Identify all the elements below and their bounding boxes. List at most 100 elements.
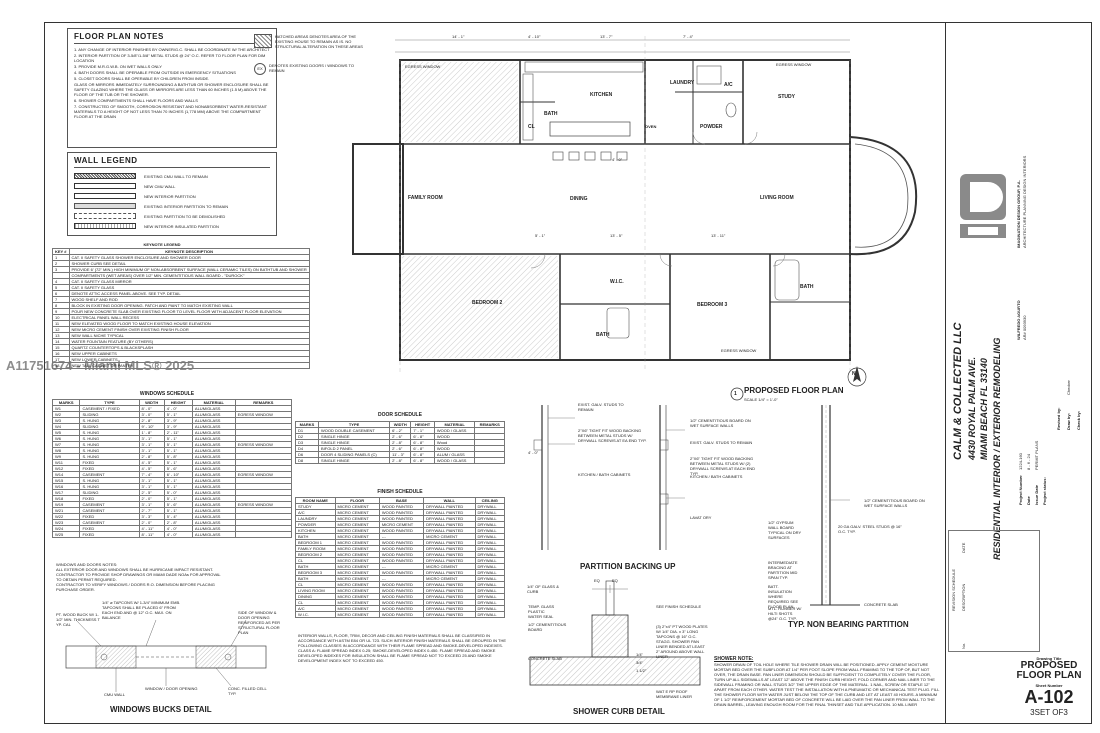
plan-number: 1 <box>734 391 737 397</box>
finish-schedule-title: FINISH SCHEDULE <box>377 489 423 495</box>
cmu-wall-label: CMU WALL <box>104 692 125 697</box>
window-note-line: PURCHASE ORDER. <box>56 587 95 592</box>
wall-swatch <box>74 223 136 229</box>
window-notes: WINDOWS AND DOORS NOTES:ALL EXTERIOR DOO… <box>56 562 276 592</box>
room-label-cl1: CL <box>528 124 535 130</box>
detail-label: 1 1/2" <box>636 668 647 673</box>
wall-swatch <box>74 203 136 209</box>
window-note-line: ALL EXTERIOR DOOR AND WINDOWS SHALL BE H… <box>56 567 214 572</box>
wall-swatch <box>74 213 136 219</box>
sheet-number: A-102 <box>1024 687 1074 707</box>
dim-top-3: 13' - 7" <box>600 34 613 39</box>
revision-header-no: No. <box>961 642 966 649</box>
room-label-living-room: LIVING ROOM <box>760 195 794 201</box>
cell: SINGLE HINGE <box>318 457 391 464</box>
cell: ALUM/GLASS <box>191 531 236 538</box>
cell: 2' - 8" <box>389 457 412 464</box>
wall-legend-label: NEW CMU WALL <box>144 183 176 189</box>
detail-label: EQ <box>612 578 618 583</box>
room-label-dining: DINING <box>570 196 588 202</box>
detail-label: 3/4" <box>636 660 643 665</box>
cell: MICRO CEMENT <box>334 611 380 618</box>
cell: W.I.C. <box>295 611 336 618</box>
firm-logo <box>958 172 1008 244</box>
dim-mid-1: 4' - 0" <box>612 157 623 162</box>
drawing-title-label: Drawing Title <box>1036 656 1062 661</box>
wall-legend-item: NEW INTERIOR PARTITION <box>74 191 270 201</box>
proposed-floor-plan-title: PROPOSED FLOOR PLAN <box>744 386 844 395</box>
room-label-bath2: BATH <box>596 332 610 338</box>
detail-label: 1/4" OF GLASS & CURB <box>527 584 559 594</box>
detail-label: KITCHEN / BATH CABINETS <box>690 474 743 479</box>
project-field-label: Project status: <box>1042 477 1047 505</box>
detail-label: TEMP. GLASS PLASTIC WATER SEAL <box>528 604 555 619</box>
project-address-1: 4430 ROYAL PALM AVE. <box>967 356 977 460</box>
cell <box>474 457 505 464</box>
project-field-label: Date <box>1026 496 1031 505</box>
egress-label-3: EGRESS WINDOW <box>721 348 757 353</box>
cell: 18 <box>52 362 70 369</box>
note-item: GLASS OR MIRRORS IMMEDIATELY SURROUNDING… <box>74 82 269 97</box>
header-cell: KEY # <box>52 248 70 255</box>
detail-label: LAVAT ORY <box>690 515 712 520</box>
detail-label: SEE FINISH SCHEDULE <box>656 604 702 609</box>
cell: D8 <box>294 457 320 464</box>
detail-label: EXIST. GALV. STUDS TO REMAIN <box>690 440 753 445</box>
wall-legend-label: EXISTING PARTITION TO BE DEMOLISHED <box>144 213 226 219</box>
shower-note-title: SHOWER NOTE: <box>714 656 754 662</box>
non-bearing-title: TYP. NON BEARING PARTITION <box>788 620 909 629</box>
wall-legend-item: EXISTING INTERIOR PARTITION TO REMAIN <box>74 201 270 211</box>
room-label-powder: POWDER <box>700 124 723 130</box>
room-label-bedroom2: BEDROOM 2 <box>472 300 503 306</box>
dim-top-4: 7' - 4" <box>683 34 694 39</box>
wall-legend-item: NEW CMU WALL <box>74 181 270 191</box>
cell: W25 <box>51 531 81 538</box>
revision-header-description: DESCRIPTION <box>961 583 966 611</box>
egress-label-1: EGRESS WINDOW <box>405 64 441 69</box>
revision-schedule: REVISION SCHEDULE No. DESCRIPTION DATE <box>948 530 1040 652</box>
cell: NEW TALL CABINET OR PANTRY <box>68 362 310 369</box>
floor-plan-notes-list: 1. ANY CHANGE OF INTERIOR FINISHES BY OW… <box>74 47 270 119</box>
cell: 4' - 0" <box>163 531 193 538</box>
shower-note-text: SHOWER DRAIN OF TOIL HOLE WHERE TILE SHO… <box>714 662 940 707</box>
hatch-legend-text: HATCHED AREAS DENOTES AREA OF THE EXISTI… <box>274 34 363 49</box>
detail-label: BATT. INSULATION WHERE REQUIRED SEE FLOO… <box>768 584 799 609</box>
existing-tag-icon: EX <box>254 63 266 75</box>
partition-backing-title: PARTITION BACKING UP <box>580 562 676 571</box>
sheet-of: 3SET OF3 <box>1030 708 1068 717</box>
firm-subtitle: ARCHITECTURE PLANNING DESIGN INTERIORS <box>1022 155 1027 248</box>
cell: DRYWALL <box>474 611 506 618</box>
detail-label: EXIST. GALV. STUDS TO REMAIN <box>578 402 624 412</box>
detail-label: CONCRETE SLAB <box>864 602 898 607</box>
windows-schedule-title: WINDOWS SCHEDULE <box>139 391 195 397</box>
plan-scale: SCALE 1/4" = 1'-0" <box>744 397 778 402</box>
wall-legend-title: WALL LEGEND <box>74 156 270 168</box>
firm-name: IMAGINATION DESIGN GROUP, P.A. <box>1016 180 1021 248</box>
detail-label: 2"X6" TIGHT FIT WOOD BACKING BETWEEN MET… <box>578 428 647 443</box>
cell <box>234 531 293 538</box>
tapcons-label: 1/4" ø TAPCONS W/ 1-3/4" MINIMUM EMB. TA… <box>102 600 181 620</box>
room-label-family-room: FAMILY ROOM <box>408 195 443 201</box>
drawing-title: PROPOSED FLOOR PLAN <box>1016 660 1082 681</box>
detail-label: 2"X6" TIGHT FIT WOOD BACKING BETWEEN MET… <box>690 456 756 476</box>
detail-label: MTL. RUNNER W/ HILTI SHOTS @24" O.C. TYP… <box>768 606 802 621</box>
project-owner: CALM & COLLECTED LLC <box>952 322 964 460</box>
project-field-label: Issue Date <box>1034 484 1039 505</box>
project-address-2: MIAMI BEACH FL 33140 <box>979 358 989 460</box>
side-window-label: SIDE OF WINDOW & DOOR OPENING REINFORCED… <box>238 610 281 635</box>
